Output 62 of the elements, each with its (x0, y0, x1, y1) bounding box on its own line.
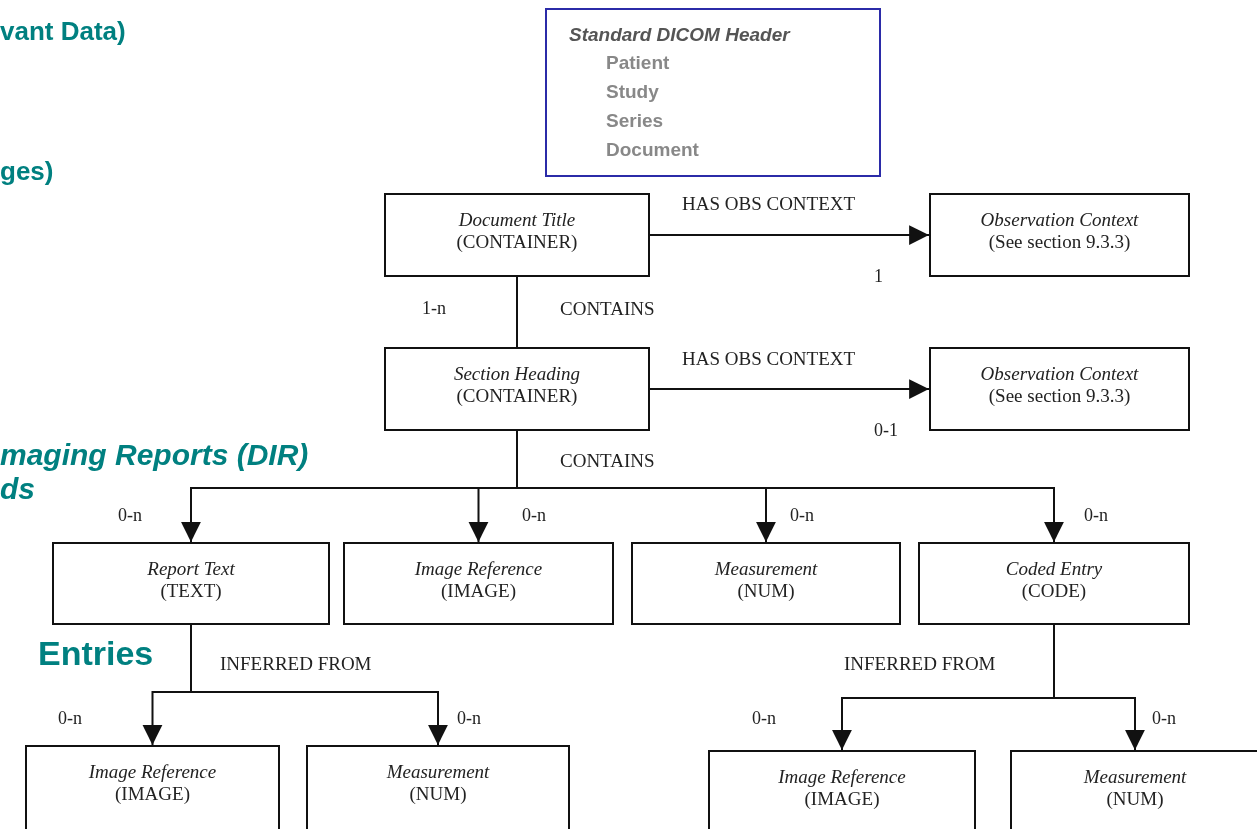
box-heading: Measurement (1083, 766, 1187, 788)
entity-box (1010, 750, 1257, 829)
entity-box (708, 750, 976, 829)
box-heading: Measurement (386, 761, 490, 783)
box-type: (IMAGE) (115, 783, 190, 805)
box-heading: Document Title (458, 209, 576, 231)
connector-arrow (190, 624, 448, 746)
slide-title-text: ges) (0, 158, 54, 184)
entity-box (343, 542, 614, 625)
entity-box (25, 745, 280, 829)
box-type: (CONTAINER) (456, 385, 578, 407)
cardinality-label: 0-n (1152, 708, 1176, 728)
box-heading: Image Reference (88, 761, 217, 783)
cardinality-label: 0-n (1084, 505, 1108, 525)
box-type: (See section 9.3.3) (988, 231, 1131, 253)
box-heading: Coded Entry (1005, 558, 1103, 580)
list-item: Patient (606, 51, 670, 75)
entity-box (929, 193, 1190, 277)
box-type: (IMAGE) (804, 788, 880, 810)
entity-box (306, 745, 570, 829)
list-item: Study (606, 80, 659, 104)
box-type: (CODE) (1021, 580, 1087, 602)
box-type: (TEXT) (160, 580, 222, 602)
slide-title-text: vant Data) (0, 18, 126, 44)
cardinality-label: 1-n (422, 298, 446, 318)
entity-box (384, 347, 650, 431)
cardinality-label: 0-n (790, 505, 814, 525)
box-heading: Report Text (147, 558, 235, 580)
box-type: (See section 9.3.3) (988, 385, 1131, 407)
box-heading: Measurement (714, 558, 818, 580)
slide-title-text: Entries (38, 636, 154, 670)
list-item: Document (606, 138, 699, 162)
box-type: (NUM) (737, 580, 795, 602)
box-heading: Image Reference (778, 766, 906, 788)
connector-arrow (649, 379, 930, 399)
entity-box (631, 542, 901, 625)
connector-arrow (649, 225, 930, 245)
entity-box (929, 347, 1190, 431)
cardinality-label: 0-n (522, 505, 546, 525)
box-heading: Section Heading (453, 363, 581, 385)
box-type: (CONTAINER) (456, 231, 578, 253)
entity-box (52, 542, 330, 625)
cardinality-label: 0-n (752, 708, 776, 728)
box-type: (NUM) (409, 783, 467, 805)
slide-title-text: maging Reports (DIR) (0, 440, 309, 470)
cardinality-label: 0-1 (874, 420, 898, 440)
slide-title-text: ds (0, 474, 35, 504)
box-heading: Observation Context (980, 209, 1139, 231)
box-heading: Standard DICOM Header (569, 23, 790, 47)
cardinality-label: 0-n (58, 708, 82, 728)
entity-box (384, 193, 650, 277)
entity-box (918, 542, 1190, 625)
connector-arrow (1053, 624, 1145, 751)
box-heading: Image Reference (414, 558, 543, 580)
box-type: (IMAGE) (441, 580, 516, 602)
box-heading: Observation Context (980, 363, 1139, 385)
cardinality-label: 0-n (118, 505, 142, 525)
list-item: Series (606, 109, 664, 133)
box-type: (NUM) (1106, 788, 1164, 810)
cardinality-label: 1 (874, 266, 883, 286)
header-box (545, 8, 881, 177)
cardinality-label: 0-n (457, 708, 481, 728)
